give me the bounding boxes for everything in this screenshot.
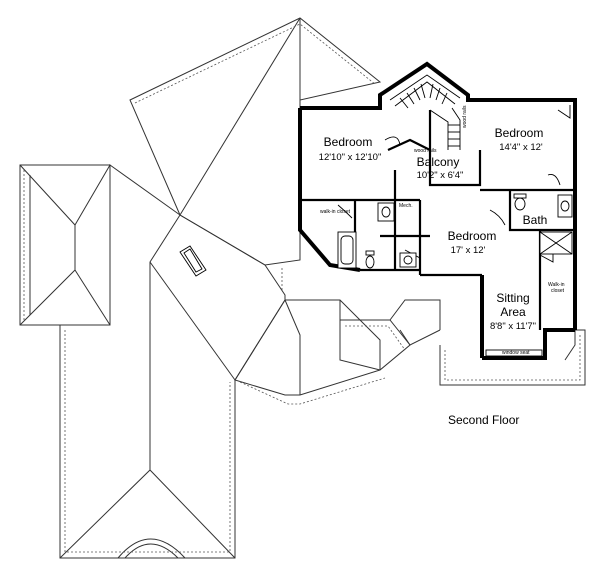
room-dimensions: 17' x 12' [451,245,486,256]
room-sitting-area: Sitting Area 8'8" x 11'7" [490,291,536,332]
wood-rails-note-1: wood rails [414,148,437,154]
roof-outline [19,17,586,559]
room-name: Bedroom [495,126,544,140]
room-name: Balcony [417,155,460,169]
walk-in-closet-2-line2: closet [551,288,565,294]
room-name-line2: Area [500,305,526,319]
room-dimensions: 8'8" x 11'7" [490,321,536,332]
eave-lines [23,23,581,553]
room-dimensions: 14'4" x 12' [499,142,543,153]
mech-note: Mech. [399,203,413,209]
room-dimensions: 10'2" x 6'4" [417,170,464,181]
skylight [179,245,207,277]
floor-caption: Second Floor [448,413,519,427]
room-balcony: Balcony 10'2" x 6'4" [417,155,464,181]
walk-in-closet-2-line1: Walk-in [548,282,565,288]
room-name-line1: Sitting [496,291,529,305]
staircase [389,74,461,150]
walk-in-closet-note: walk-in closet [320,209,351,215]
room-bath: Bath [523,213,548,227]
bathroom-fixtures [337,193,573,269]
wood-rails-note-2: wood rails [462,105,468,128]
window-seat-label: window seat [502,350,530,356]
room-name: Bedroom [324,135,373,149]
room-bedroom-1: Bedroom 12'10" x 12'10" [319,135,382,163]
room-name: Bath [523,213,548,227]
window-seat [485,349,543,357]
room-bedroom-3: Bedroom 17' x 12' [448,229,497,256]
room-dimensions: 12'10" x 12'10" [319,152,382,163]
exterior-walls [298,61,577,360]
room-bedroom-2: Bedroom 14'4" x 12' [495,126,544,153]
room-name: Bedroom [448,229,497,243]
